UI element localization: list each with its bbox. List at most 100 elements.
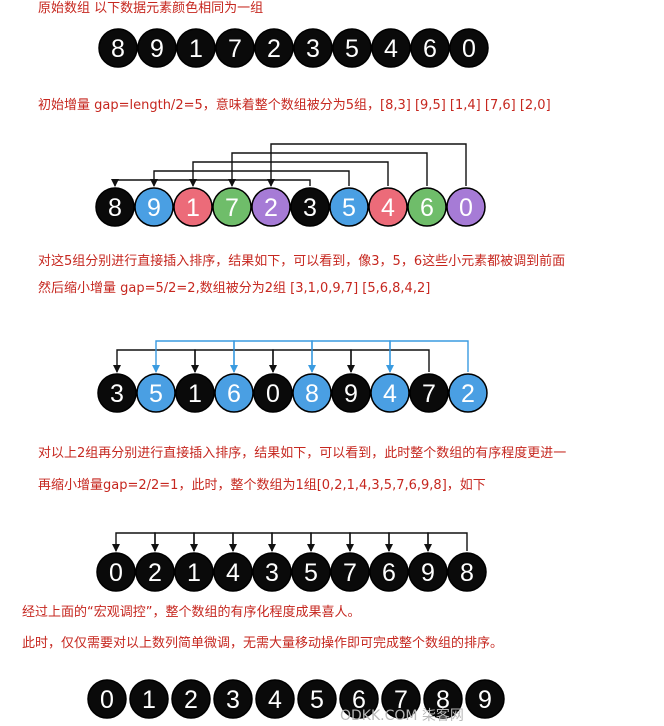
value-gap2-5: 8 bbox=[305, 380, 319, 408]
value-sorted-2: 2 bbox=[184, 686, 198, 714]
arrow-gap2-7-to-9 bbox=[386, 340, 469, 373]
arrow-gap1-3-to-4 bbox=[229, 532, 273, 552]
circle-original-9 bbox=[449, 28, 489, 68]
value-gap2-9: 2 bbox=[461, 380, 475, 408]
value-gap1-3: 4 bbox=[226, 559, 240, 587]
value-gap1-0: 0 bbox=[109, 559, 123, 587]
arrow-gap1-6-to-7 bbox=[346, 532, 390, 552]
circle-sorted-4 bbox=[255, 679, 295, 719]
caption-after-gap5-sort: 对这5组分别进行直接插入排序，结果如下，可以看到，像3，5，6这些小元素都被调到… bbox=[38, 254, 566, 269]
value-gap2-4: 0 bbox=[266, 380, 280, 408]
caption-final: 此时，仅仅需要对以上数列简单微调，无需大量移动操作即可完成整个数组的排序。 bbox=[22, 636, 504, 651]
circle-gap1-7 bbox=[369, 552, 409, 592]
circle-original-1 bbox=[137, 28, 177, 68]
circle-sorted-6 bbox=[339, 679, 379, 719]
circle-original-8 bbox=[410, 28, 450, 68]
circle-original-7 bbox=[371, 28, 411, 68]
circle-gap2-0 bbox=[97, 373, 137, 413]
circle-sorted-1 bbox=[129, 679, 169, 719]
circle-gap1-6 bbox=[330, 552, 370, 592]
value-original-9: 0 bbox=[462, 35, 476, 63]
circle-sorted-5 bbox=[297, 679, 337, 719]
value-gap1-9: 8 bbox=[460, 559, 474, 587]
caption-original: 原始数组 以下数据元素颜色相同为一组 bbox=[38, 1, 264, 16]
circle-gap1-8 bbox=[408, 552, 448, 592]
arrow-gap5-0-to-5 bbox=[111, 179, 311, 187]
caption-summary: 经过上面的“宏观调控”，整个数组的有序化程度成果喜人。 bbox=[22, 605, 361, 620]
value-original-0: 8 bbox=[111, 35, 125, 63]
circle-gap5-1 bbox=[134, 187, 174, 227]
value-gap5-9: 0 bbox=[459, 194, 473, 222]
circle-original-5 bbox=[293, 28, 333, 68]
value-original-3: 7 bbox=[228, 35, 242, 63]
arrow-gap1-8-to-9 bbox=[424, 532, 468, 552]
circle-sorted-9 bbox=[465, 679, 505, 719]
value-gap5-0: 8 bbox=[108, 194, 122, 222]
value-gap2-0: 3 bbox=[110, 380, 124, 408]
value-gap1-5: 5 bbox=[304, 559, 318, 587]
circle-gap1-0 bbox=[96, 552, 136, 592]
value-gap5-3: 7 bbox=[225, 194, 239, 222]
value-gap1-1: 2 bbox=[148, 559, 162, 587]
circle-sorted-8 bbox=[423, 679, 463, 719]
value-gap5-5: 3 bbox=[303, 194, 317, 222]
value-gap5-6: 5 bbox=[342, 194, 356, 222]
circle-sorted-2 bbox=[171, 679, 211, 719]
value-original-5: 3 bbox=[306, 35, 320, 63]
value-gap1-2: 1 bbox=[187, 559, 201, 587]
circle-gap5-4 bbox=[251, 187, 291, 227]
circle-gap2-7 bbox=[370, 373, 410, 413]
circle-sorted-7 bbox=[381, 679, 421, 719]
value-gap5-7: 4 bbox=[381, 194, 395, 222]
value-original-2: 1 bbox=[189, 35, 203, 63]
circle-original-3 bbox=[215, 28, 255, 68]
circle-gap1-1 bbox=[135, 552, 175, 592]
arrow-gap5-2-to-7 bbox=[189, 161, 389, 187]
circle-gap5-9 bbox=[446, 187, 486, 227]
caption-gap5: 初始增量 gap=length/2=5，意味着整个数组被分为5组，[8,3] [… bbox=[38, 98, 551, 113]
value-sorted-4: 4 bbox=[268, 686, 282, 714]
caption-gap2: 然后缩小增量 gap=5/2=2,数组被分为2组 [3,1,0,9,7] [5,… bbox=[38, 281, 431, 296]
value-sorted-7: 7 bbox=[394, 686, 408, 714]
circle-original-2 bbox=[176, 28, 216, 68]
arrow-gap1-1-to-2 bbox=[151, 532, 195, 552]
circle-gap1-4 bbox=[252, 552, 292, 592]
circle-original-0 bbox=[98, 28, 138, 68]
circle-gap1-2 bbox=[174, 552, 214, 592]
circle-gap5-7 bbox=[368, 187, 408, 227]
value-sorted-6: 6 bbox=[352, 686, 366, 714]
circle-gap2-4 bbox=[253, 373, 293, 413]
circle-gap5-6 bbox=[329, 187, 369, 227]
value-gap1-8: 9 bbox=[421, 559, 435, 587]
circle-gap5-8 bbox=[407, 187, 447, 227]
arrow-gap5-3-to-8 bbox=[228, 152, 428, 187]
value-gap2-7: 4 bbox=[383, 380, 397, 408]
circle-gap5-0 bbox=[95, 187, 135, 227]
value-gap2-2: 1 bbox=[188, 380, 202, 408]
value-original-7: 4 bbox=[384, 35, 398, 63]
value-gap5-2: 1 bbox=[186, 194, 200, 222]
value-original-8: 6 bbox=[423, 35, 437, 63]
circle-gap2-2 bbox=[175, 373, 215, 413]
value-original-1: 9 bbox=[150, 35, 164, 63]
value-sorted-1: 1 bbox=[142, 686, 156, 714]
value-gap1-6: 7 bbox=[343, 559, 357, 587]
circle-gap1-3 bbox=[213, 552, 253, 592]
circle-gap2-8 bbox=[409, 373, 449, 413]
value-sorted-8: 8 bbox=[436, 686, 450, 714]
circle-gap2-5 bbox=[292, 373, 332, 413]
value-original-6: 5 bbox=[345, 35, 359, 63]
value-sorted-3: 3 bbox=[226, 686, 240, 714]
value-sorted-9: 9 bbox=[478, 686, 492, 714]
arrow-gap1-4-to-5 bbox=[268, 532, 312, 552]
caption-after-gap2-sort: 对以上2组再分别进行直接插入排序，结果如下，可以看到，此时整个数组的有序程度更进… bbox=[38, 446, 567, 461]
value-sorted-5: 5 bbox=[310, 686, 324, 714]
arrow-gap5-4-to-9 bbox=[267, 143, 467, 187]
value-gap2-8: 7 bbox=[422, 380, 436, 408]
circle-gap2-1 bbox=[136, 373, 176, 413]
value-gap5-4: 2 bbox=[264, 194, 278, 222]
